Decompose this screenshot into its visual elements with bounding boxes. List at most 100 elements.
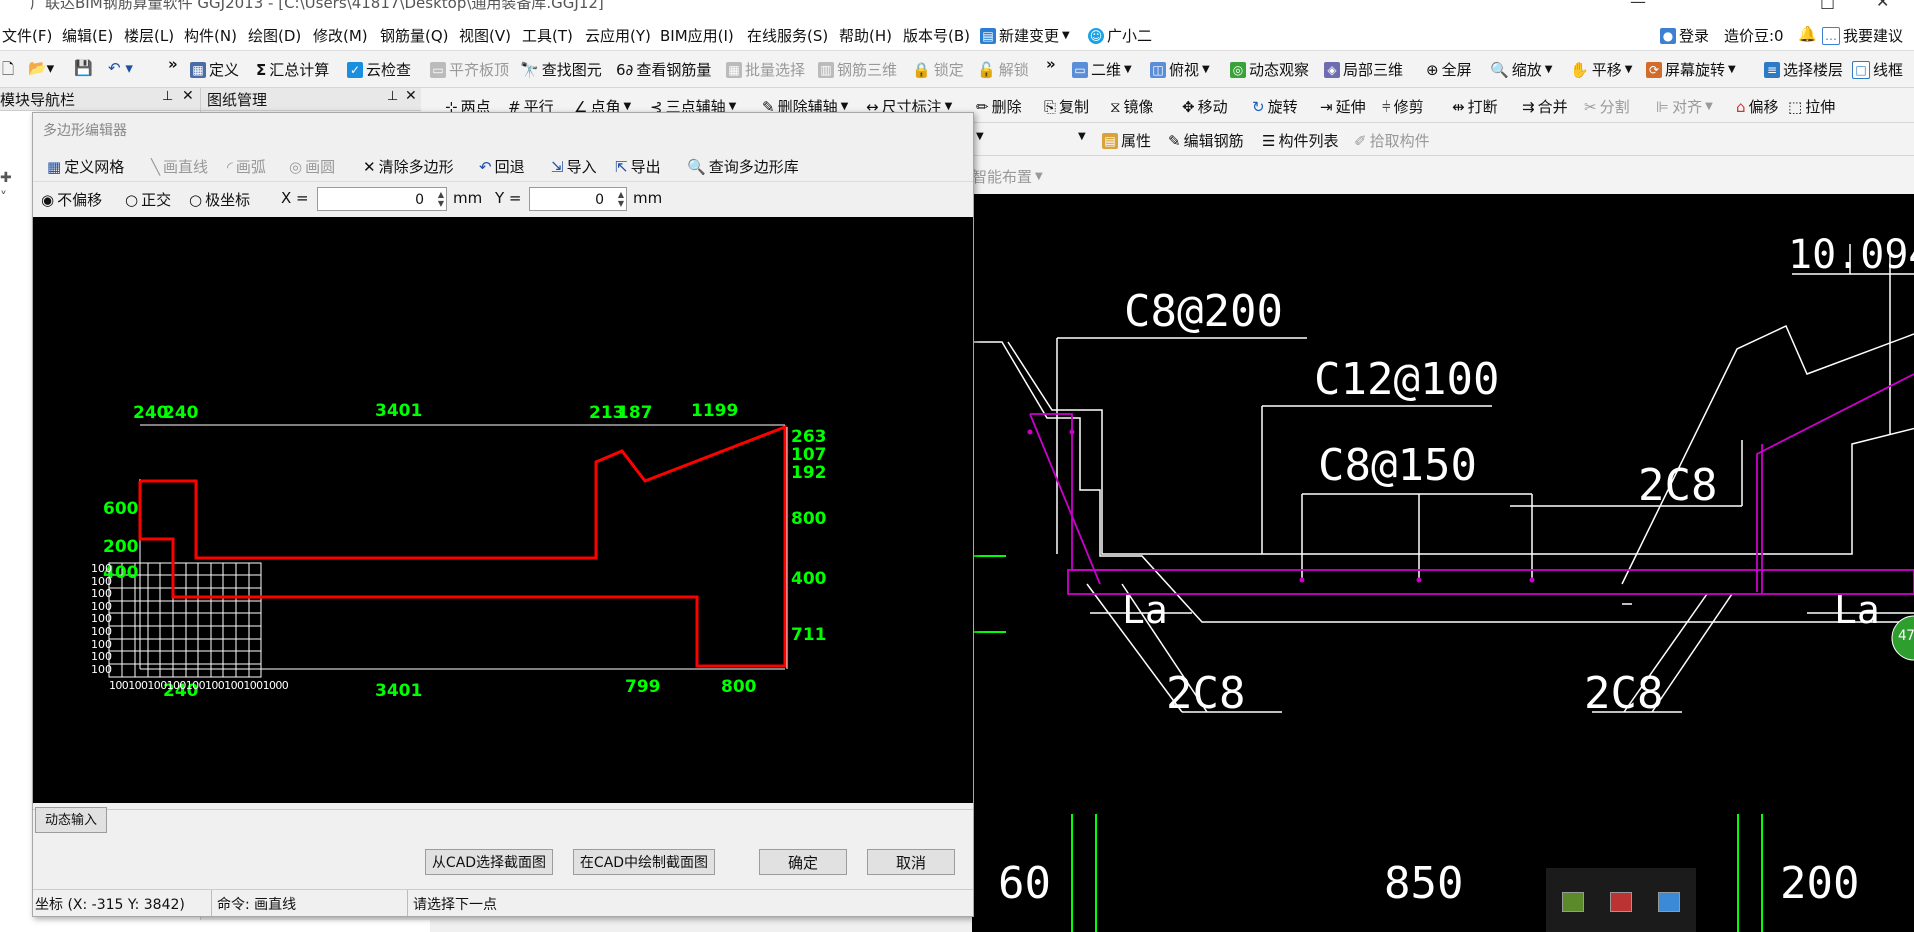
pin-icon[interactable]: ⊥ — [162, 89, 174, 104]
component-list-button[interactable]: ☰构件列表 — [1262, 131, 1339, 151]
overflow-icon[interactable]: » — [168, 55, 178, 73]
import-button[interactable]: ⇲导入 — [551, 157, 597, 177]
new-change-button[interactable]: ▤ 新建变更▼ — [980, 25, 1070, 46]
select-section-from-cad-button[interactable]: 从CAD选择截面图 — [425, 849, 553, 875]
move-button[interactable]: ✥移动 — [1182, 97, 1228, 117]
define-grid-button[interactable]: ▦定义网格 — [47, 157, 125, 177]
copy-button[interactable]: ⎘复制 — [1044, 97, 1090, 117]
query-polygon-library-button[interactable]: 🔍查询多边形库 — [687, 157, 799, 177]
extend-button[interactable]: ⇥延伸 — [1320, 97, 1366, 117]
undo-icon[interactable]: ↶ ▾ — [108, 59, 133, 77]
trim-button[interactable]: ⫩修剪 — [1382, 97, 1424, 117]
open-folder-icon[interactable]: 📂▾ — [28, 59, 55, 77]
component-dropdown-arrow-2[interactable]: ▼ — [1078, 131, 1086, 142]
menu-component[interactable]: 构件(N) — [184, 27, 237, 45]
draw-arc-button[interactable]: ◜画弧 — [227, 157, 266, 177]
mode-polar[interactable]: ○极坐标 — [189, 190, 251, 210]
bell-icon[interactable]: 🔔 — [1798, 25, 1817, 43]
menu-help[interactable]: 帮助(H) — [839, 27, 892, 45]
pick-component-button[interactable]: ✐拾取构件 — [1354, 131, 1430, 151]
cancel-button[interactable]: 取消 — [867, 849, 955, 875]
assistant-button[interactable]: ☺ 广小二 — [1088, 25, 1152, 46]
ok-button[interactable]: 确定 — [759, 849, 847, 875]
smart-layout-button[interactable]: 智能布置▼ — [972, 168, 1043, 186]
login-button[interactable]: ● 登录 — [1660, 25, 1709, 46]
suggest-button[interactable]: … 我要建议 — [1822, 25, 1903, 46]
view-rebar-quantity-button[interactable]: 6∂查看钢筋量 — [616, 60, 712, 80]
y-input[interactable]: 0 ▲▼ — [529, 187, 627, 211]
edit-rebar-button[interactable]: ✎编辑钢筋 — [1168, 131, 1244, 151]
cad-canvas[interactable]: C8@200 C12@100 C8@150 2C8 2C8 2C8 La La … — [972, 194, 1914, 932]
close-panel-icon[interactable]: ✕ — [182, 88, 194, 104]
mode-no-offset[interactable]: ◉不偏移 — [41, 190, 103, 210]
cloud-check-button[interactable]: ✓云检查 — [347, 59, 411, 80]
align-button[interactable]: ⊫对齐▼ — [1656, 97, 1713, 117]
draw-section-in-cad-button[interactable]: 在CAD中绘制截面图 — [573, 849, 715, 875]
dimension-button[interactable]: ↔尺寸标注▼ — [866, 97, 953, 117]
three-point-axis-button[interactable]: ⊰三点辅轴▼ — [650, 97, 737, 117]
new-file-icon[interactable]: 🗋 — [2, 60, 15, 78]
close-panel-icon-2[interactable]: ✕ — [405, 88, 417, 104]
menu-rebar-quantity[interactable]: 钢筋量(Q) — [380, 27, 449, 45]
export-button[interactable]: ⇱导出 — [615, 157, 661, 177]
properties-button[interactable]: ▤属性 — [1102, 130, 1151, 151]
mode-orthogonal[interactable]: ○正交 — [125, 190, 172, 210]
break-button[interactable]: ⇹打断 — [1452, 97, 1498, 117]
draw-line-button[interactable]: ╲画直线 — [151, 157, 209, 177]
wireframe-button[interactable]: □线框 — [1852, 59, 1903, 80]
batch-select-button[interactable]: ▦批量选择 — [726, 59, 805, 80]
pin-icon-2[interactable]: ⊥ — [387, 89, 399, 104]
tree-expander-icon[interactable]: ✚ — [0, 170, 12, 186]
spinner-icon[interactable]: ▲▼ — [617, 190, 624, 208]
rebar-3d-button[interactable]: ▥钢筋三维 — [818, 59, 897, 80]
nvidia-icon[interactable] — [1562, 892, 1584, 912]
menu-tools[interactable]: 工具(T) — [522, 27, 573, 45]
lock-button[interactable]: 🔒锁定 — [912, 60, 964, 80]
menu-view[interactable]: 视图(V) — [459, 27, 511, 45]
minimize-icon[interactable]: — — [1630, 0, 1646, 11]
maximize-icon[interactable]: □ — [1820, 0, 1836, 11]
2d-view-button[interactable]: ▭二维▼ — [1072, 59, 1132, 80]
tree-expander-icon[interactable]: ˅ — [0, 190, 7, 206]
x-input[interactable]: 0 ▲▼ — [317, 187, 447, 211]
save-icon[interactable]: 💾 — [74, 59, 93, 77]
point-angle-button[interactable]: ∠点角▼ — [574, 97, 632, 117]
offset-button[interactable]: ⌂偏移 — [1736, 97, 1779, 117]
menu-version[interactable]: 版本号(B) — [903, 27, 970, 45]
zoom-button[interactable]: 🔍缩放▼ — [1490, 60, 1553, 80]
draw-circle-button[interactable]: ◎画圆 — [289, 157, 336, 177]
local-3d-button[interactable]: ◈局部三维 — [1324, 59, 1403, 80]
spinner-icon[interactable]: ▲▼ — [437, 190, 444, 208]
menu-draw[interactable]: 绘图(D) — [248, 27, 302, 45]
delete-axis-button[interactable]: ✎删除辅轴▼ — [762, 97, 849, 117]
merge-button[interactable]: ⇉合并 — [1522, 97, 1568, 117]
component-dropdown-arrow[interactable]: ▼ — [976, 131, 984, 142]
align-slab-top-button[interactable]: ▭平齐板顶 — [430, 59, 509, 80]
mirror-button[interactable]: ⧖镜像 — [1110, 97, 1154, 117]
top-view-button[interactable]: ◫俯视▼ — [1150, 59, 1210, 80]
menu-file[interactable]: 文件(F) — [2, 27, 53, 45]
network-icon[interactable] — [1658, 892, 1680, 912]
rotate-button[interactable]: ↻旋转 — [1252, 97, 1298, 117]
menu-cloud[interactable]: 云应用(Y) — [585, 27, 651, 45]
select-floor-button[interactable]: ≡选择楼层 — [1764, 59, 1843, 80]
dynamic-input-toggle[interactable]: 动态输入 — [35, 807, 107, 833]
overflow2-icon[interactable]: » — [1046, 55, 1056, 73]
split-button[interactable]: ✂分割 — [1584, 97, 1630, 117]
define-button[interactable]: ▦定义 — [190, 59, 239, 80]
close-icon[interactable]: ✕ — [1876, 0, 1890, 11]
stretch-button[interactable]: ⬚拉伸 — [1788, 97, 1836, 117]
menu-online[interactable]: 在线服务(S) — [747, 27, 829, 45]
menu-bim[interactable]: BIM应用(I) — [660, 27, 734, 45]
screen-rotate-button[interactable]: ⟳屏幕旋转▼ — [1646, 59, 1736, 80]
clear-polygon-button[interactable]: ✕清除多边形 — [363, 157, 454, 177]
two-point-axis-button[interactable]: ⊹两点 — [445, 97, 491, 117]
menu-floor[interactable]: 楼层(L) — [124, 27, 175, 45]
app-tray-icon[interactable] — [1610, 892, 1632, 912]
pan-button[interactable]: ✋平移▼ — [1570, 60, 1633, 80]
polygon-outline[interactable] — [138, 424, 787, 668]
parallel-axis-button[interactable]: #平行 — [508, 97, 554, 117]
fullscreen-button[interactable]: ⊕全屏 — [1426, 60, 1472, 80]
find-element-button[interactable]: 🔭查找图元 — [520, 60, 602, 80]
